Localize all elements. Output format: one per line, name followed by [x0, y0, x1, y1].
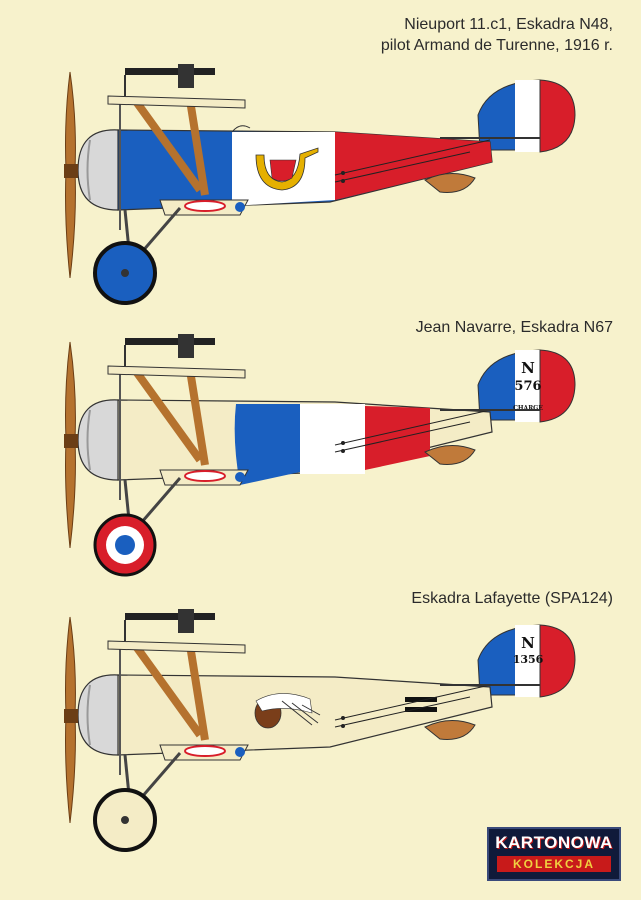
lower-wing: [159, 199, 249, 216]
landing-gear: [93, 207, 182, 305]
wing-struts: [119, 97, 209, 230]
upper-wing: [107, 640, 246, 654]
caption-plane-1-line-2: pilot Armand de Turenne, 1916 r.: [380, 37, 613, 54]
tail-fin: [477, 79, 576, 153]
rigging-wires: [334, 137, 540, 183]
caption-plane-2: Jean Navarre, Eskadra N67: [415, 319, 613, 336]
fuselage: [117, 674, 493, 756]
engine-cowling: [77, 399, 119, 481]
logo-line-1: KARTONOWA: [495, 833, 613, 852]
sioux-head-insignia: [254, 693, 321, 729]
lower-wing: [159, 469, 249, 486]
engine-cowling: [77, 129, 119, 211]
caption-plane-3: Eskadra Lafayette (SPA124): [411, 590, 613, 607]
wing-struts: [119, 367, 209, 500]
brand-logo: KARTONOWA KOLEKCJA: [487, 827, 621, 881]
propeller: [64, 71, 78, 279]
tail-letter: N: [521, 359, 535, 377]
plane-profile-3: N 1356: [64, 609, 576, 852]
tail-fin: N 576 CHARGE: [477, 349, 576, 423]
landing-gear: [93, 477, 182, 577]
caption-plane-1-line-1: Nieuport 11.c1, Eskadra N48,: [404, 16, 613, 33]
propeller: [64, 616, 78, 824]
fuselage: [117, 125, 493, 211]
hunting-horn-insignia: [255, 147, 319, 191]
engine-cowling: [77, 674, 119, 756]
tail-word: CHARGE: [513, 405, 543, 412]
upper-wing: [107, 365, 246, 379]
upper-wing: [107, 95, 246, 109]
tail-number: 1356: [513, 653, 544, 666]
propeller: [64, 341, 78, 549]
tailplane: [424, 173, 476, 193]
plane-profile-2: N 576 CHARGE: [64, 334, 576, 577]
machine-gun: [124, 334, 215, 366]
wing-struts: [119, 642, 209, 775]
fuselage: [117, 399, 493, 485]
plane-profile-1: [64, 64, 576, 305]
machine-gun: [124, 609, 215, 641]
tailplane: [424, 445, 476, 465]
lower-wing: [159, 744, 249, 761]
tail-fin: N 1356: [477, 624, 576, 698]
tail-number: 576: [514, 379, 541, 394]
machine-gun: [124, 64, 215, 96]
tailplane: [424, 720, 476, 740]
logo-line-2: KOLEKCJA: [497, 856, 611, 872]
landing-gear: [93, 752, 182, 852]
tail-letter: N: [521, 634, 535, 652]
rigging-wires: [334, 409, 540, 453]
rigging-wires: [334, 684, 540, 728]
caption-plane-1: Nieuport 11.c1, Eskadra N48, pilot Arman…: [381, 14, 613, 56]
